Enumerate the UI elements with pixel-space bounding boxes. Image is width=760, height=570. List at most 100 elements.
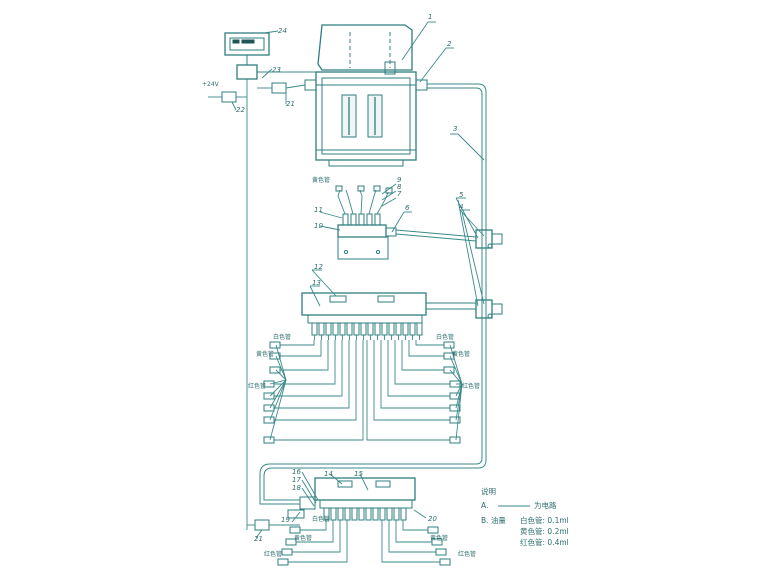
outlet xyxy=(351,507,358,521)
legend-title: 说明 xyxy=(481,486,496,496)
label-24: 24 xyxy=(278,27,287,35)
label-1: 1 xyxy=(428,13,432,21)
label-red-tube-bottom-left: 红色管 xyxy=(264,550,282,558)
outlet xyxy=(379,507,386,521)
part-number-labels: 1 2 3 5 4 6 9 8 7 11 10 12 13 14 15 16 1… xyxy=(202,13,480,558)
bottom-distributor xyxy=(277,477,451,566)
large-left-tubes xyxy=(263,340,364,444)
label-leader xyxy=(275,369,287,381)
outlet xyxy=(344,507,351,521)
outlet xyxy=(386,507,393,521)
legend: 说明 A. 为电路 B. 油量 白色管: 0.1ml 黄色管: 0.2ml 红色… xyxy=(481,486,569,547)
label-10: 10 xyxy=(314,222,323,230)
label-voltage: +24V xyxy=(202,81,220,88)
label-16: 16 xyxy=(292,468,301,476)
label-4: 4 xyxy=(459,203,463,211)
outlet xyxy=(388,322,395,336)
outlet xyxy=(337,507,344,521)
label-leader xyxy=(269,379,287,421)
label-leader xyxy=(455,383,463,397)
tube xyxy=(280,340,315,346)
outlet xyxy=(393,507,400,521)
label-11: 11 xyxy=(314,206,323,214)
label-leader xyxy=(455,383,463,441)
tube xyxy=(292,520,341,553)
label-12: 12 xyxy=(314,263,323,271)
label-17: 17 xyxy=(292,476,301,484)
outlet xyxy=(323,507,330,521)
fitting xyxy=(435,548,447,556)
tube xyxy=(415,340,444,346)
fitting xyxy=(431,538,443,546)
fitting xyxy=(443,352,455,360)
outlet xyxy=(330,507,337,521)
label-yellow-tube-right: 黄色管 xyxy=(452,350,470,358)
label-18: 18 xyxy=(292,484,301,492)
outlet xyxy=(365,507,372,521)
outlet xyxy=(395,322,402,336)
pump-unit xyxy=(304,24,428,167)
label-red-tube-right: 红色管 xyxy=(462,382,480,390)
fitting xyxy=(443,366,455,374)
label-leader xyxy=(269,379,287,441)
label-yellow-tube-left: 黄色管 xyxy=(256,350,274,358)
large-distributor-outlets xyxy=(311,322,423,340)
label-yellow-tube-bottom-left: 黄色管 xyxy=(294,534,312,542)
label-20: 20 xyxy=(428,515,437,523)
legend-red: 红色管: 0.4ml xyxy=(520,537,569,547)
legend-a-prefix: A. xyxy=(481,501,488,510)
legend-white: 白色管: 0.1ml xyxy=(520,515,569,525)
label-white-tube-right: 白色管 xyxy=(436,333,454,341)
fitting xyxy=(269,366,281,374)
outlet xyxy=(409,322,416,336)
leader-lines xyxy=(231,21,485,539)
label-leader xyxy=(449,344,463,385)
label-leader xyxy=(449,355,463,385)
fitting xyxy=(263,380,275,388)
tube xyxy=(300,520,327,531)
fitting xyxy=(269,341,281,349)
outlet xyxy=(318,322,325,336)
tube xyxy=(373,340,450,421)
tube xyxy=(387,340,450,397)
fitting xyxy=(427,526,439,534)
label-13: 13 xyxy=(312,279,321,287)
tube xyxy=(274,340,350,409)
label-leader xyxy=(275,344,287,381)
large-distributor xyxy=(263,292,477,444)
label-9: 9 xyxy=(397,176,402,184)
label-yellow-tube-bottom-right: 黄色管 xyxy=(430,534,448,542)
tube xyxy=(274,340,336,385)
fitting xyxy=(263,392,275,400)
tube xyxy=(274,340,364,441)
tube xyxy=(394,340,450,385)
label-yellow-tube-top: 黄色管 xyxy=(312,176,330,184)
outlet xyxy=(332,322,339,336)
fitting xyxy=(277,558,289,566)
label-23: 23 xyxy=(272,66,281,74)
outlet xyxy=(325,322,332,336)
fitting xyxy=(443,341,455,349)
small-distributor xyxy=(335,185,477,260)
large-right-tubes xyxy=(366,340,463,444)
tube xyxy=(401,340,444,371)
outlet xyxy=(381,322,388,336)
tube xyxy=(395,520,432,543)
label-14: 14 xyxy=(324,470,333,478)
tube xyxy=(280,340,322,357)
label-15: 15 xyxy=(354,470,363,478)
outlet xyxy=(402,322,409,336)
fitting xyxy=(263,436,275,444)
outlet xyxy=(346,322,353,336)
tube xyxy=(380,340,450,409)
label-leader xyxy=(269,379,287,397)
label-white-tube-bottom: 白色管 xyxy=(312,515,330,523)
tube xyxy=(296,520,334,543)
outlet xyxy=(358,507,365,521)
fitting xyxy=(449,416,461,424)
tube xyxy=(274,340,343,397)
label-2: 2 xyxy=(447,40,452,48)
tube xyxy=(381,520,440,563)
label-leader xyxy=(269,379,287,409)
legend-yellow: 黄色管: 0.2ml xyxy=(520,526,569,536)
